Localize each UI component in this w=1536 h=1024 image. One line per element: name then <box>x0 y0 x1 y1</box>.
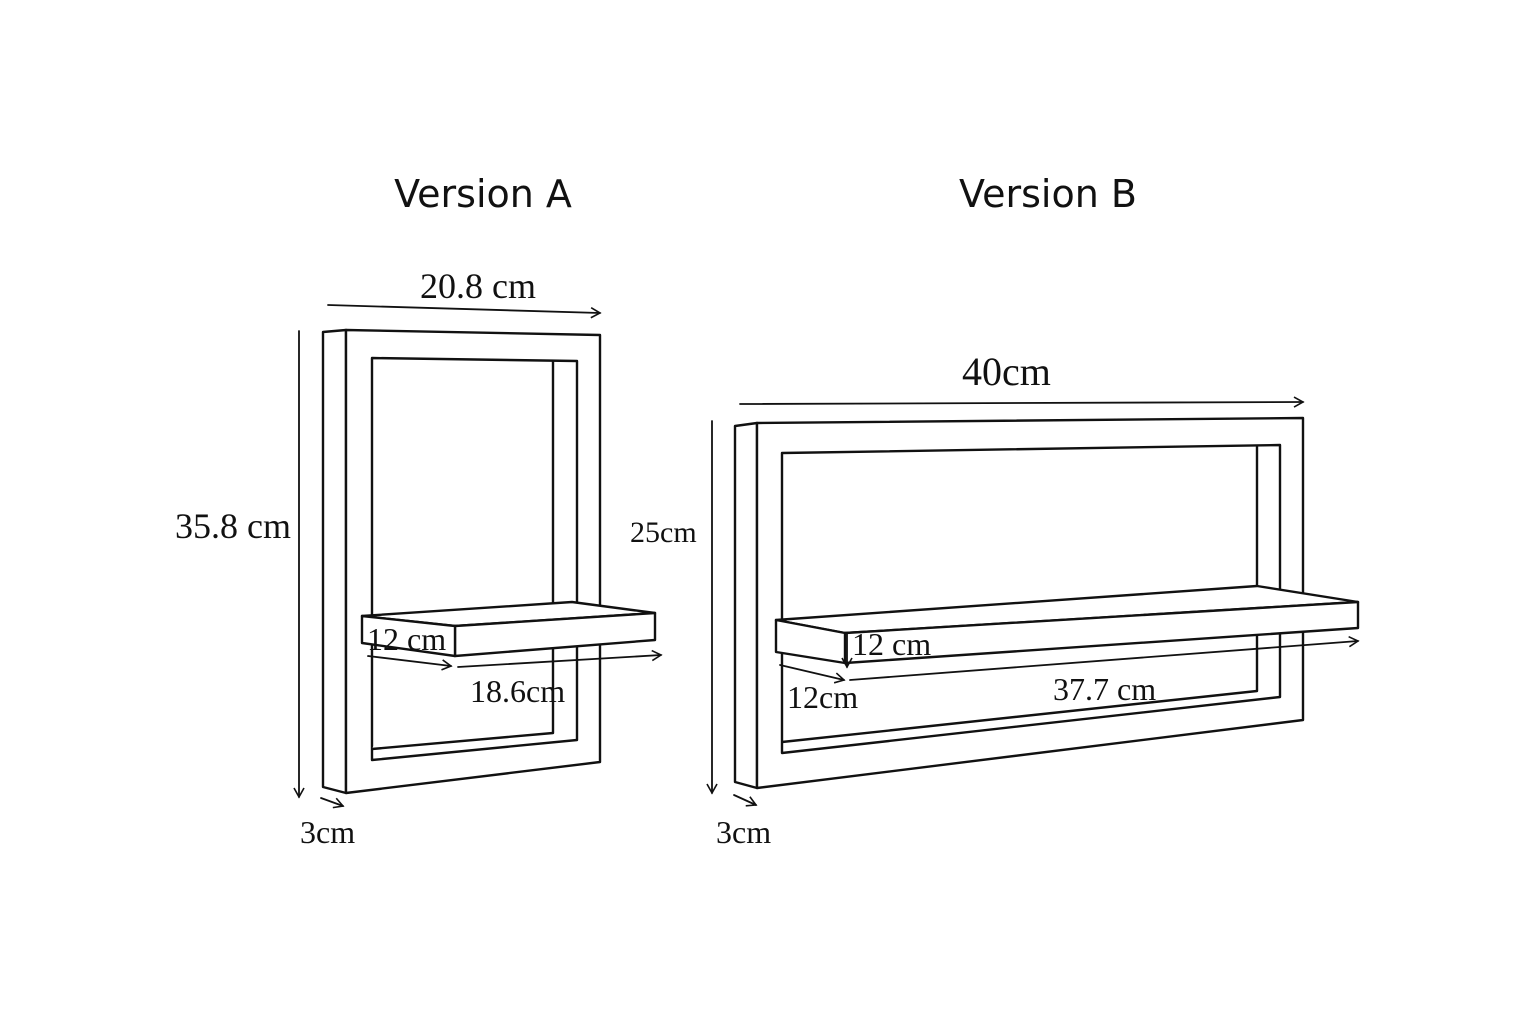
version-b-width-label: 40cm <box>962 349 1051 394</box>
version-b-thickness-arrow <box>733 794 758 807</box>
version-a-height-label: 35.8 cm <box>175 506 291 546</box>
version-b-drawing <box>706 396 1360 807</box>
version-b-height-label: 25cm <box>630 516 697 549</box>
version-b-frame-side <box>733 421 759 790</box>
version-a-thickness-arrow <box>320 797 345 809</box>
version-b-width-arrow <box>739 396 1305 408</box>
version-a-shelf-arrow <box>457 649 663 668</box>
version-a-title: Version A <box>394 172 572 216</box>
version-a-thickness-label: 3cm <box>300 814 356 850</box>
version-b-thickness-label: 3cm <box>716 814 772 850</box>
version-a-frame-side <box>321 328 348 795</box>
version-b-inner-wall <box>781 446 1259 744</box>
version-a-shelf-label: 18.6cm <box>470 673 566 709</box>
version-a-depth-label: 12 cm <box>367 621 447 657</box>
version-b-title: Version B <box>959 172 1137 216</box>
version-a-drawing <box>293 304 663 809</box>
version-b-depth-arrow <box>779 664 846 684</box>
version-a-width-arrow <box>327 304 602 319</box>
version-b-depth-label-top: 12 cm <box>852 626 932 662</box>
version-a-depth-arrow <box>367 655 453 671</box>
version-a-shelf-side <box>360 614 457 658</box>
version-b-shelf-arrow <box>849 635 1360 681</box>
version-b-depth-label-side: 12cm <box>787 679 859 715</box>
version-a-width-label: 20.8 cm <box>420 266 536 306</box>
version-b-shelf-label: 37.7 cm <box>1053 671 1157 707</box>
